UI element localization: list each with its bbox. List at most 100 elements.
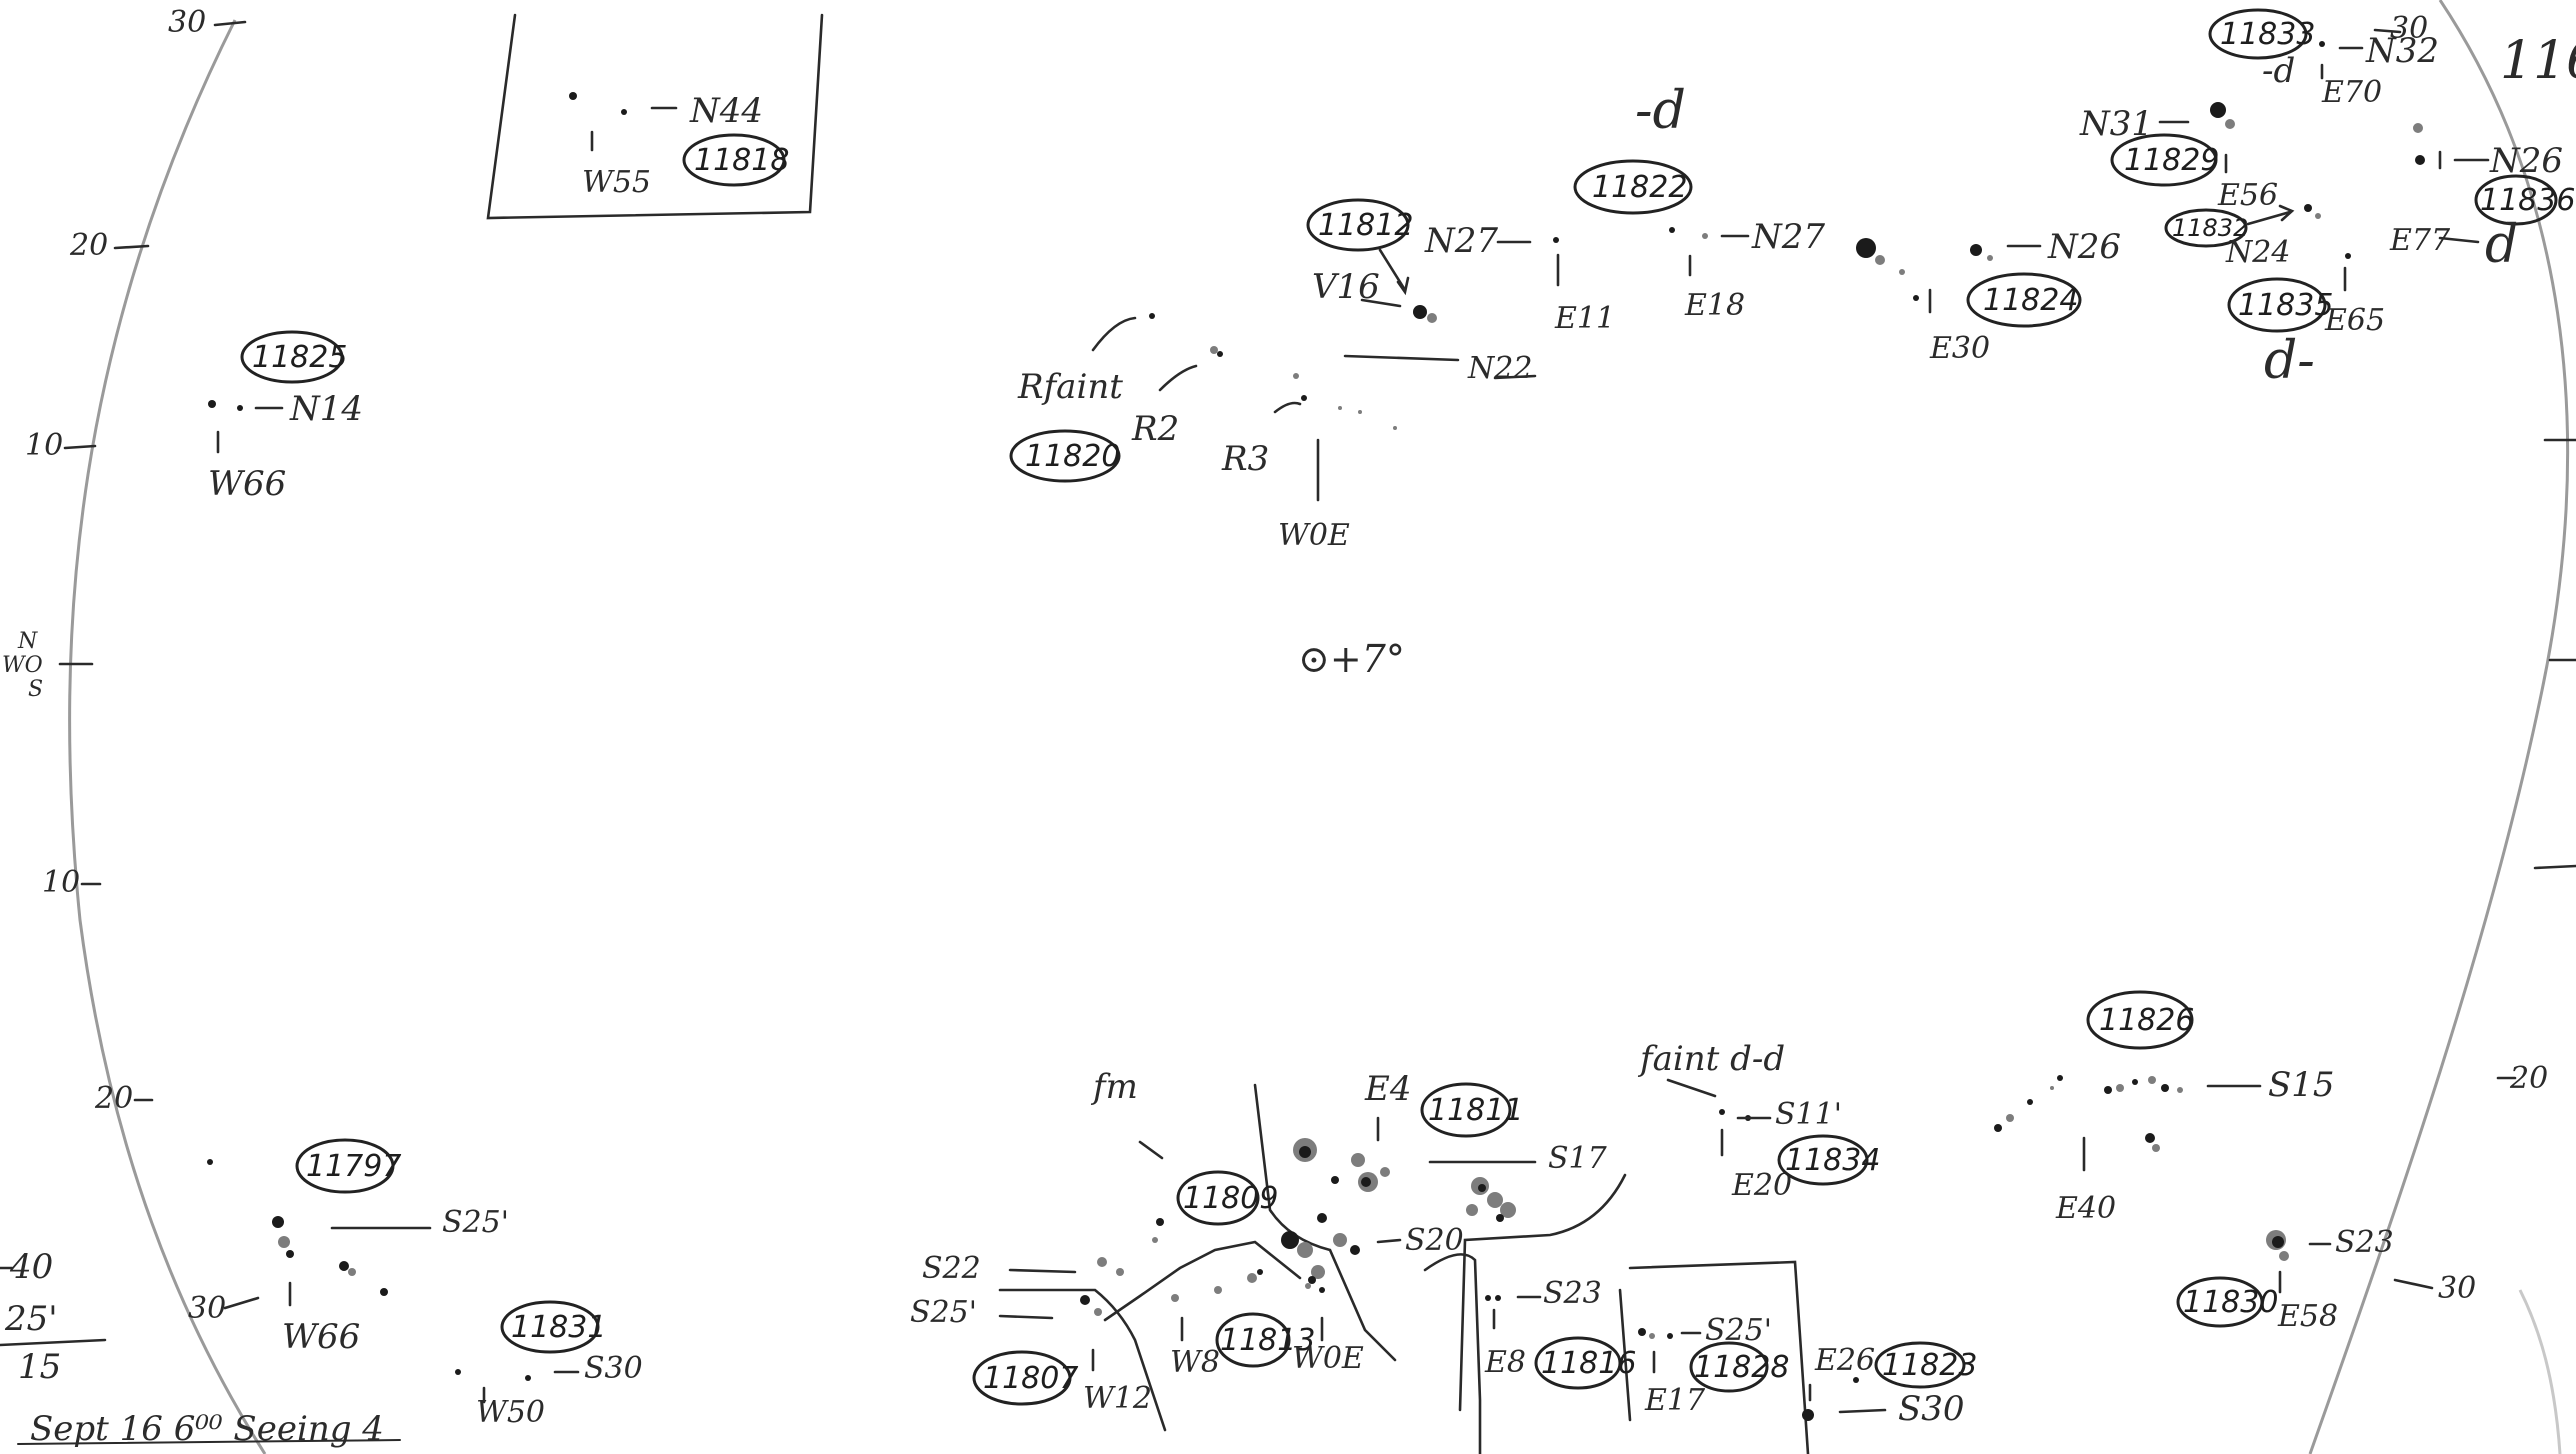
svg-text:E70: E70 [2321,75,2382,110]
svg-text:11822: 11822 [1592,170,1687,205]
svg-text:40: 40 [9,1247,53,1287]
svg-text:E40: E40 [2055,1191,2116,1226]
svg-text:11825: 11825 [252,340,347,375]
region-11823: E26 11823 S30 [1802,1341,1977,1429]
region-11818: N44 W55 11818 [569,91,789,200]
svg-text:S23: S23 [2335,1225,2394,1260]
svg-text:W12: W12 [1083,1381,1152,1416]
svg-text:S: S [28,677,43,702]
right-grid-ticks: 30 20 30 [2373,11,2576,1306]
svg-text:W50: W50 [476,1395,545,1430]
svg-text:11818: 11818 [694,143,789,178]
svg-text:N44: N44 [689,91,763,131]
svg-text:N27: N27 [1424,221,1498,261]
svg-text:N14: N14 [289,389,363,429]
svg-text:11826: 11826 [2099,1003,2194,1038]
svg-text:S15: S15 [2268,1065,2335,1105]
region-11824: N26 11824 E30 [1856,227,2121,366]
svg-text:11797: 11797 [306,1149,401,1184]
region-11834: faint d-d S11' E20 11834 [1637,1039,1880,1203]
svg-text:11828: 11828 [1694,1350,1789,1385]
svg-text:11823: 11823 [1882,1348,1977,1383]
svg-text:S17: S17 [1548,1141,1608,1176]
svg-text:N22: N22 [1467,351,1532,386]
svg-text:E18: E18 [1684,288,1745,323]
region-11809: fm 11809 S20 [1090,1067,1464,1284]
svg-text:E8: E8 [1484,1345,1526,1380]
left-grid-ticks: 30 20 10 N WO S 10 20 30 [2,5,260,1326]
svg-text:fm: fm [1090,1067,1138,1107]
margin-notes: 40 25' 15 [0,1247,107,1387]
svg-text:S30: S30 [584,1351,643,1386]
solar-limb-right-inner [2518,1289,2562,1454]
region-11820: Rfaint R2 11820 R3 W0E N22 [1009,313,1537,553]
svg-text:S25': S25' [1705,1313,1772,1348]
svg-text:11824: 11824 [1983,283,2078,318]
svg-text:-d: -d [1635,81,1686,141]
solar-limb-left [68,19,267,1454]
svg-text:11834: 11834 [1785,1143,1880,1178]
svg-text:11811: 11811 [1428,1093,1523,1128]
svg-text:11812: 11812 [1318,208,1413,243]
svg-text:faint d-d: faint d-d [1637,1039,1785,1079]
svg-text:S22: S22 [922,1251,981,1286]
region-11831: 11831 S30 W50 [455,1300,643,1430]
region-11830: S23 11830 E58 [2176,1225,2394,1334]
svg-text:S25': S25' [442,1205,509,1240]
svg-text:11809: 11809 [1183,1181,1278,1216]
svg-text:W66: W66 [282,1317,360,1357]
svg-text:W66: W66 [208,464,286,504]
region-11822: -d 11822 N27 E18 [1573,81,1825,323]
svg-text:N26: N26 [2047,227,2121,267]
svg-text:10: 10 [42,865,80,900]
svg-text:10: 10 [25,428,63,463]
svg-text:11820: 11820 [1025,439,1120,474]
svg-text:25': 25' [4,1299,58,1339]
svg-text:11807: 11807 [983,1361,1078,1396]
region-11816: S23 E8 11816 [1484,1276,1636,1390]
svg-text:E65: E65 [2324,303,2385,338]
region-11836: N26 11836 E77 d [2389,123,2575,275]
svg-text:N32: N32 [2365,31,2439,71]
svg-text:11836: 11836 [2480,183,2575,218]
region-11826: 11826 S15 E40 [1994,990,2335,1226]
svg-text:W0E: W0E [1278,518,1350,553]
svg-text:11830: 11830 [2183,1285,2278,1320]
svg-text:E11: E11 [1554,301,1615,336]
svg-text:11833: 11833 [2220,17,2315,52]
svg-text:E4: E4 [1364,1069,1411,1109]
svg-text:30: 30 [168,5,206,40]
svg-text:30: 30 [2438,1271,2476,1306]
svg-text:S23: S23 [1543,1276,1602,1311]
svg-text:E26: E26 [1814,1343,1875,1378]
svg-text:-d: -d [2262,51,2295,91]
svg-text:11831: 11831 [511,1310,606,1345]
region-11825: 11825 N14 W66 [208,330,363,504]
svg-text:20: 20 [94,1081,133,1116]
corner-fragment: 116 [2500,31,2576,91]
region-11829: N31 11829 E56 [2079,102,2278,213]
svg-text:E30: E30 [1929,331,1990,366]
svg-text:N27: N27 [1751,217,1825,257]
svg-text:WO: WO [2,653,43,678]
svg-text:W8: W8 [1170,1345,1220,1380]
svg-text:d-: d- [2264,331,2315,391]
svg-text:N: N [17,629,38,654]
svg-text:R3: R3 [1221,439,1269,479]
svg-text:E77: E77 [2389,223,2451,258]
svg-text:S30: S30 [1898,1389,1965,1429]
svg-text:11832: 11832 [2172,214,2248,242]
solar-limb-right [2308,0,2570,1454]
svg-text:E20: E20 [1731,1168,1792,1203]
svg-text:W55: W55 [582,165,651,200]
svg-text:d: d [2485,215,2518,275]
svg-text:S20: S20 [1405,1223,1464,1258]
svg-text:30: 30 [188,1291,226,1326]
svg-text:30: 30 [2390,11,2428,46]
region-11811: E4 11811 S17 [1293,1069,1608,1222]
region-11813: W8 11813 W0E [1170,1269,1364,1380]
region-11835: 11835 E65 d- [2227,253,2385,391]
svg-text:Rfaint: Rfaint [1017,367,1123,407]
svg-text:W0E: W0E [1292,1341,1364,1376]
